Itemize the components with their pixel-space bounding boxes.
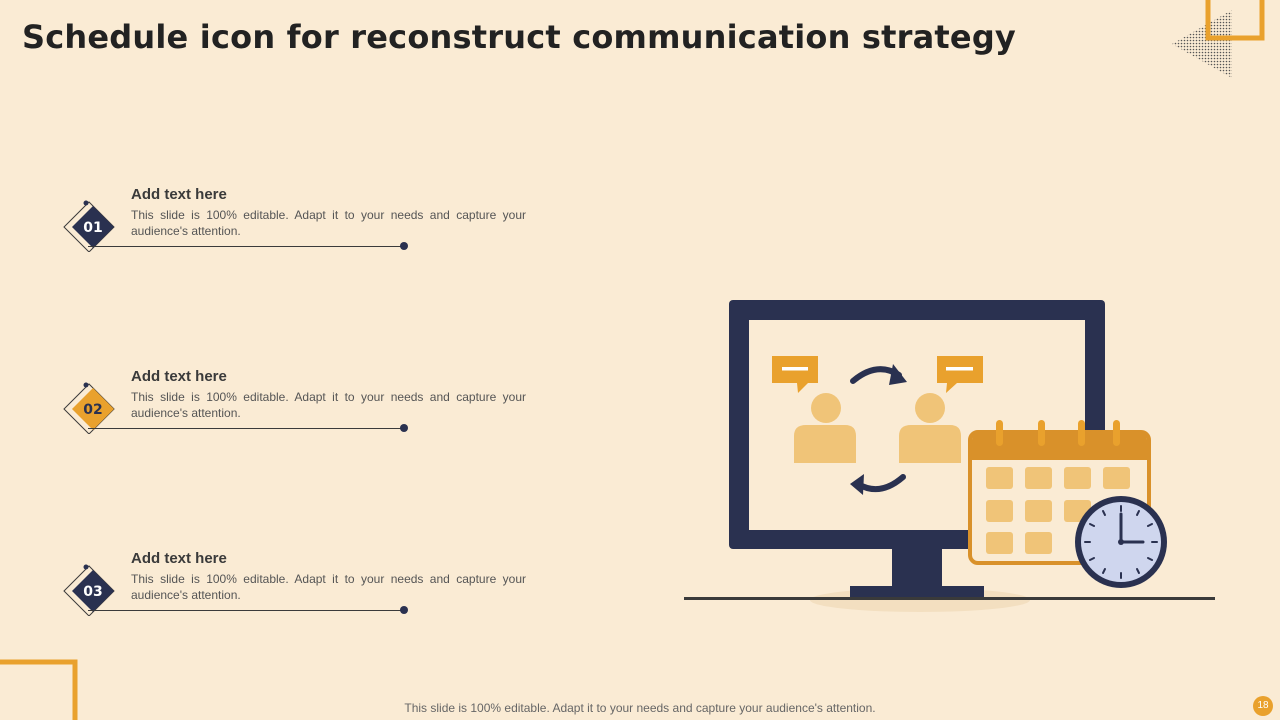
item-heading: Add text here xyxy=(131,368,227,385)
footer-note: This slide is 100% editable. Adapt it to… xyxy=(404,701,876,715)
item-description: This slide is 100% editable. Adapt it to… xyxy=(131,572,526,602)
line-end-dot xyxy=(400,606,408,614)
person-icon xyxy=(794,393,856,463)
item-description: This slide is 100% editable. Adapt it to… xyxy=(131,208,526,238)
diamond-badge: 03 xyxy=(63,564,115,616)
corner-decoration-bottom-left xyxy=(0,659,78,720)
item-description: This slide is 100% editable. Adapt it to… xyxy=(131,390,526,420)
item-heading: Add text here xyxy=(131,186,227,203)
corner-decoration-top-right xyxy=(1172,0,1265,78)
item-number: 01 xyxy=(83,220,102,236)
item-underline xyxy=(88,246,407,247)
diamond-badge: 01 xyxy=(63,200,115,252)
list-item-03: 03 Add text here This slide is 100% edit… xyxy=(58,550,538,630)
orange-bracket xyxy=(1205,0,1265,41)
line-end-dot xyxy=(400,242,408,250)
item-number: 03 xyxy=(83,584,102,600)
item-underline xyxy=(88,428,407,429)
slide-title: Schedule icon for reconstruct communicat… xyxy=(22,18,1016,56)
sync-arrows-icon xyxy=(850,364,907,495)
list-item-02: 02 Add text here This slide is 100% edit… xyxy=(58,368,538,448)
diamond-badge: 02 xyxy=(63,382,115,434)
person-icon xyxy=(899,393,961,463)
chat-bubble-icon xyxy=(937,356,983,393)
item-heading: Add text here xyxy=(131,550,227,567)
page-number: 18 xyxy=(1253,696,1273,716)
clock-icon xyxy=(1075,496,1167,588)
dotted-triangle xyxy=(1172,10,1232,78)
list-item-01: 01 Add text here This slide is 100% edit… xyxy=(58,186,538,266)
schedule-communication-illustration xyxy=(684,300,1215,612)
chat-bubble-icon xyxy=(772,356,818,393)
item-underline xyxy=(88,610,407,611)
line-end-dot xyxy=(400,424,408,432)
item-number: 02 xyxy=(83,402,102,418)
